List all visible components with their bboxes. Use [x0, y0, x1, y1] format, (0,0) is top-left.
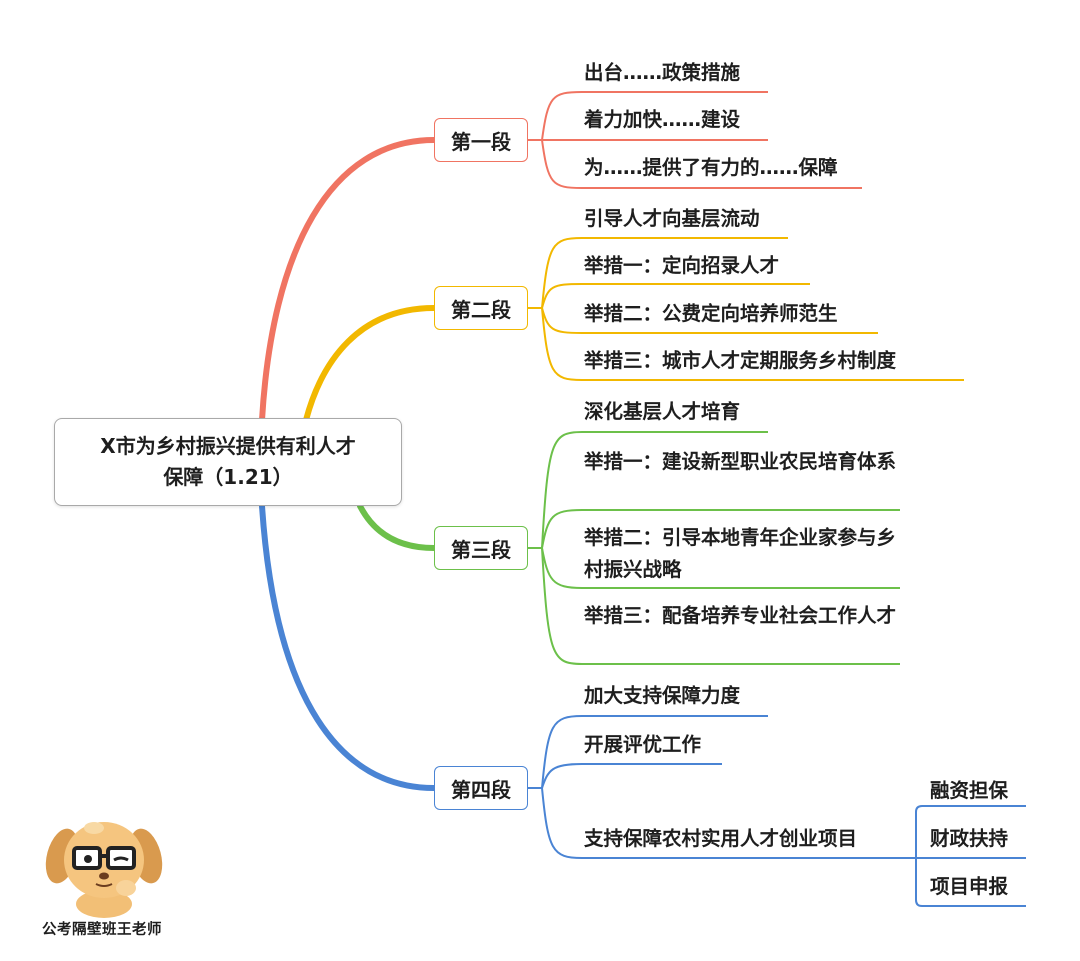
central-topic-line1: X市为乡村振兴提供有利人才 — [100, 434, 356, 458]
central-topic-line2: 保障（1.21） — [163, 465, 293, 489]
seg2-item-4[interactable]: 举措三：城市人才定期服务乡村制度 — [584, 349, 897, 372]
cartoon-dog-with-glasses-icon — [45, 822, 163, 918]
seg4-item-3[interactable]: 支持保障农村实用人才创业项目 — [584, 827, 858, 850]
branch-seg2 — [303, 305, 437, 423]
seg1-item-1[interactable]: 出台……政策措施 — [584, 61, 741, 84]
seg2-item-2[interactable]: 举措一：定向招录人才 — [584, 254, 780, 277]
seg4-item-1[interactable]: 加大支持保障力度 — [584, 684, 741, 707]
seg1-item-2[interactable]: 着力加快……建设 — [584, 108, 741, 131]
seg3-item-1[interactable]: 深化基层人才培育 — [584, 400, 741, 423]
seg4-item-2[interactable]: 开展评优工作 — [584, 733, 702, 756]
watermark-caption: 公考隔壁班王老师 — [42, 922, 162, 938]
seg4-sub-item-3[interactable]: 项目申报 — [930, 875, 1009, 898]
segment-1-node[interactable]: 第一段 — [434, 118, 528, 162]
seg1-item-3[interactable]: 为……提供了有力的……保障 — [584, 156, 838, 179]
seg4-sub-item-1[interactable]: 融资担保 — [930, 779, 1009, 802]
seg3-item-4[interactable]: 举措三：配备培养专业社会工作人才 — [584, 604, 897, 627]
branch-seg3 — [357, 503, 437, 551]
seg4-sub-item-2[interactable]: 财政扶持 — [930, 827, 1009, 850]
seg2-item-1[interactable]: 引导人才向基层流动 — [584, 207, 760, 230]
seg3-item-2[interactable]: 举措一：建设新型职业农民培育体系 — [584, 450, 897, 473]
branch-seg1 — [259, 137, 437, 423]
seg3-item-3[interactable]: 举措二：引导本地青年企业家参与乡村振兴战略 — [584, 526, 897, 581]
segment-3-node[interactable]: 第三段 — [434, 526, 528, 570]
seg2-item-3[interactable]: 举措二：公费定向培养师范生 — [584, 302, 838, 325]
segment-2-node[interactable]: 第二段 — [434, 286, 528, 330]
segment-4-node[interactable]: 第四段 — [434, 766, 528, 810]
central-topic[interactable]: X市为乡村振兴提供有利人才 保障（1.21） — [54, 418, 402, 506]
branch-seg4 — [259, 503, 437, 791]
